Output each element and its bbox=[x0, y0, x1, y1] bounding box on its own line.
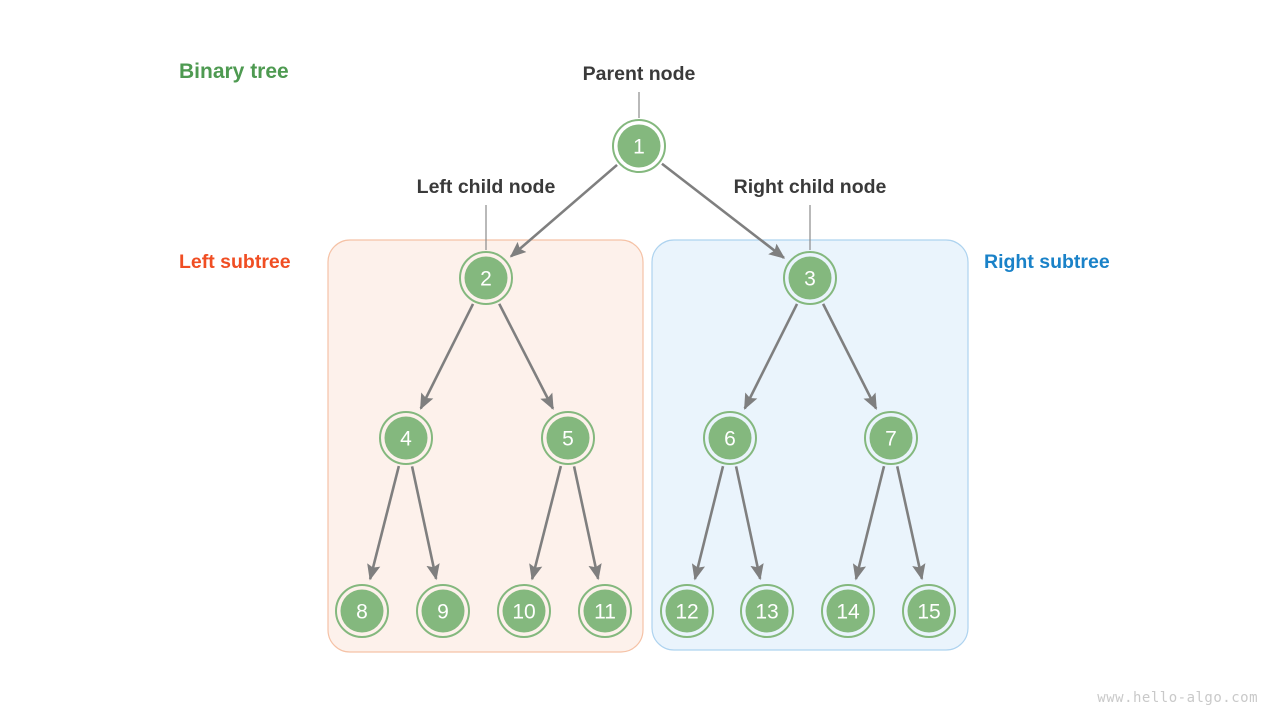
tree-node-6[interactable]: 6 bbox=[703, 411, 757, 465]
node-disc bbox=[826, 589, 870, 633]
node-disc bbox=[384, 416, 428, 460]
right-subtree-label: Right subtree bbox=[984, 251, 1110, 273]
node-value: 6 bbox=[724, 428, 736, 451]
node-disc bbox=[745, 589, 789, 633]
tree-edge-n4-n8 bbox=[367, 465, 401, 581]
callout-label-parent-node: Parent node bbox=[583, 63, 696, 85]
tree-edge-n1-n2 bbox=[509, 163, 618, 258]
node-ring bbox=[660, 584, 714, 638]
tree-node-14[interactable]: 14 bbox=[821, 584, 875, 638]
tree-edge-n2-n5 bbox=[498, 303, 555, 411]
node-disc bbox=[502, 589, 546, 633]
node-disc bbox=[788, 256, 832, 300]
node-disc bbox=[583, 589, 627, 633]
tree-edge-n5-n11 bbox=[572, 466, 602, 581]
tree-edge-n6-n13 bbox=[734, 466, 764, 581]
node-ring bbox=[902, 584, 956, 638]
tree-edge-n4-n9 bbox=[410, 466, 440, 581]
tree-edges bbox=[367, 162, 926, 581]
node-ring bbox=[703, 411, 757, 465]
node-ring bbox=[864, 411, 918, 465]
tree-node-3[interactable]: 3 bbox=[783, 251, 837, 305]
node-ring bbox=[416, 584, 470, 638]
watermark: www.hello-algo.com bbox=[1097, 690, 1258, 706]
node-ring bbox=[612, 119, 666, 173]
page-title: Binary tree bbox=[179, 60, 289, 83]
node-ring bbox=[541, 411, 595, 465]
node-ring bbox=[821, 584, 875, 638]
callout-label-left-child-node: Left child node bbox=[417, 176, 556, 198]
tree-edge-n3-n7 bbox=[821, 303, 878, 410]
subtree-regions bbox=[327, 239, 969, 653]
node-disc bbox=[708, 416, 752, 460]
node-disc bbox=[665, 589, 709, 633]
node-value: 8 bbox=[356, 601, 368, 624]
node-disc bbox=[869, 416, 913, 460]
node-disc bbox=[421, 589, 465, 633]
node-disc bbox=[340, 589, 384, 633]
node-value: 11 bbox=[594, 601, 616, 624]
node-ring bbox=[335, 584, 389, 638]
node-value: 3 bbox=[804, 268, 816, 291]
node-ring bbox=[740, 584, 794, 638]
subtree-labels: Left subtree Right subtree bbox=[179, 251, 1110, 273]
tree-node-8[interactable]: 8 bbox=[335, 584, 389, 638]
node-value: 9 bbox=[437, 601, 449, 624]
tree-node-11[interactable]: 11 bbox=[578, 584, 632, 638]
node-value: 1 bbox=[633, 136, 645, 159]
node-value: 7 bbox=[885, 428, 897, 451]
node-ring bbox=[783, 251, 837, 305]
left-subtree-label: Left subtree bbox=[179, 251, 291, 273]
tree-edge-n6-n12 bbox=[691, 465, 725, 581]
tree-node-5[interactable]: 5 bbox=[541, 411, 595, 465]
tree-node-4[interactable]: 4 bbox=[379, 411, 433, 465]
node-ring bbox=[459, 251, 513, 305]
node-value: 5 bbox=[562, 428, 574, 451]
node-value: 15 bbox=[917, 601, 940, 624]
node-value: 13 bbox=[755, 601, 778, 624]
tree-node-13[interactable]: 13 bbox=[740, 584, 794, 638]
node-ring bbox=[497, 584, 551, 638]
callout-label-right-child-node: Right child node bbox=[734, 176, 887, 198]
tree-edge-n5-n10 bbox=[529, 465, 563, 581]
tree-edge-n2-n4 bbox=[419, 303, 475, 410]
tree-node-2[interactable]: 2 bbox=[459, 251, 513, 305]
node-value: 10 bbox=[512, 601, 535, 624]
node-disc bbox=[617, 124, 661, 168]
tree-node-10[interactable]: 10 bbox=[497, 584, 551, 638]
tree-node-1[interactable]: 1 bbox=[612, 119, 666, 173]
tree-node-9[interactable]: 9 bbox=[416, 584, 470, 638]
node-disc bbox=[907, 589, 951, 633]
tree-edge-n3-n6 bbox=[743, 303, 799, 410]
tree-node-15[interactable]: 15 bbox=[902, 584, 956, 638]
node-ring bbox=[578, 584, 632, 638]
node-value: 14 bbox=[836, 601, 860, 624]
tree-node-7[interactable]: 7 bbox=[864, 411, 918, 465]
node-value: 4 bbox=[400, 428, 412, 451]
node-value: 2 bbox=[480, 268, 492, 291]
node-value: 12 bbox=[675, 601, 698, 624]
left-subtree-box bbox=[327, 239, 644, 653]
node-disc bbox=[546, 416, 590, 460]
tree-edge-n1-n3 bbox=[661, 162, 786, 259]
node-disc bbox=[464, 256, 508, 300]
tree-edge-n7-n15 bbox=[895, 466, 926, 581]
node-ring bbox=[379, 411, 433, 465]
tree-edge-n7-n14 bbox=[852, 465, 886, 581]
tree-node-12[interactable]: 12 bbox=[660, 584, 714, 638]
